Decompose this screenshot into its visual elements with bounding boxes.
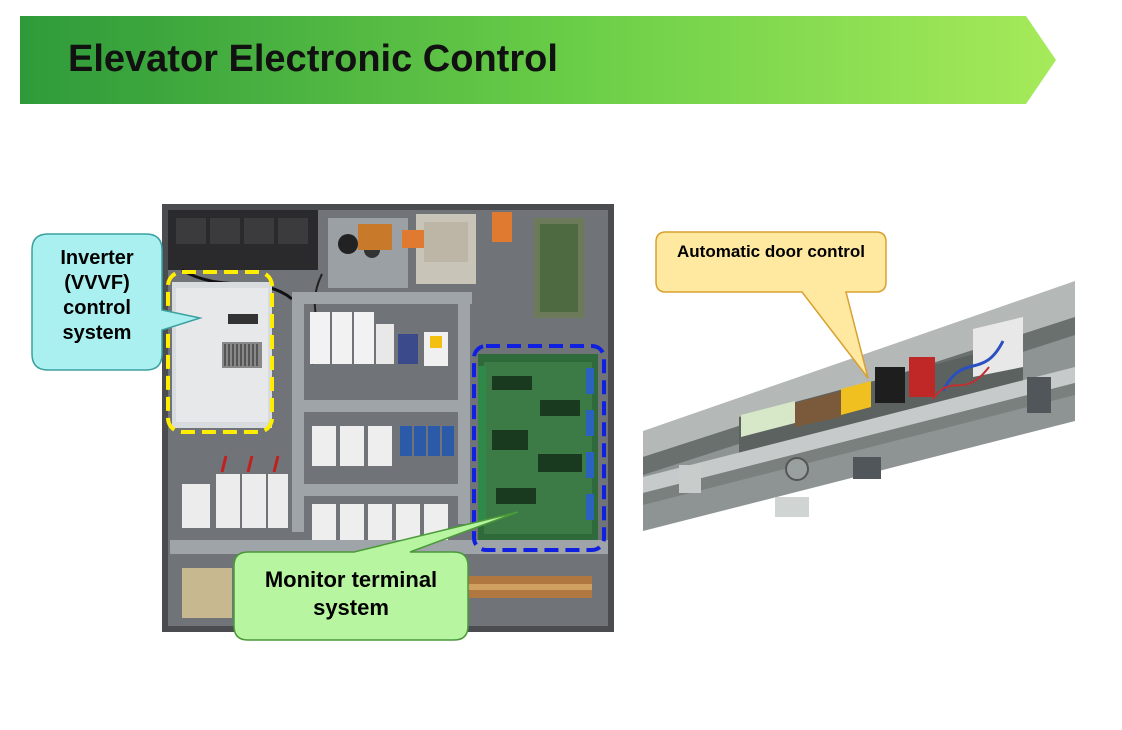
door-operator-photo xyxy=(643,271,1075,542)
title-banner: Elevator Electronic Control xyxy=(20,16,1056,104)
monitor-label: Monitor terminal system xyxy=(264,567,438,620)
inverter-label: Inverter (VVVF) control system xyxy=(60,247,134,344)
door-callout: Automatic door control xyxy=(655,231,887,379)
slide-title: Elevator Electronic Control xyxy=(68,38,558,80)
door-label: Automatic door control xyxy=(677,242,865,261)
inverter-callout: Inverter (VVVF) control system xyxy=(31,233,203,371)
monitor-callout: Monitor terminal system xyxy=(233,511,519,641)
